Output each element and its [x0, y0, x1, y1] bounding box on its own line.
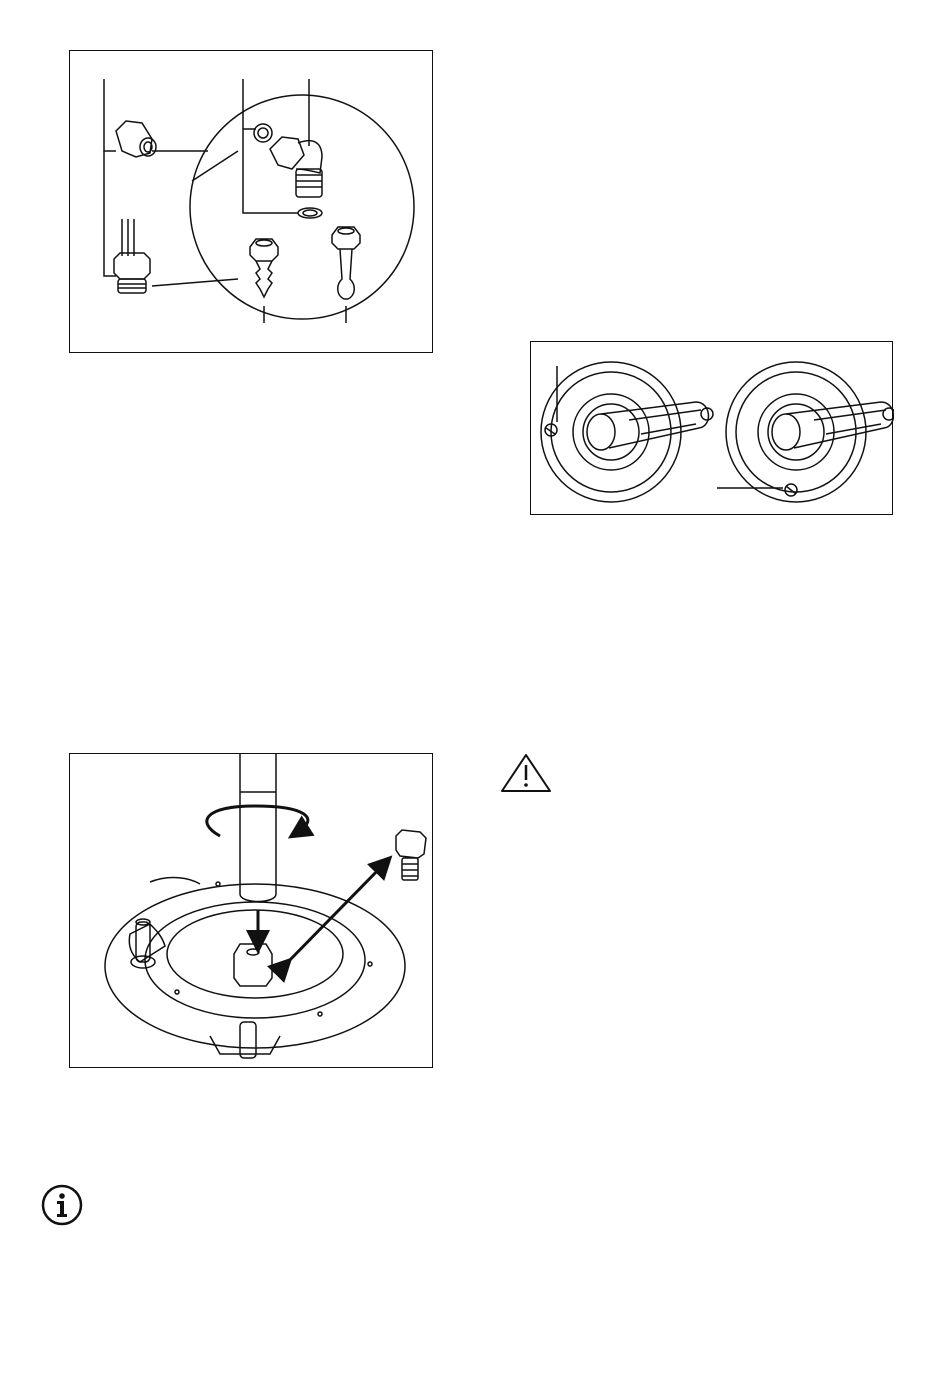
injector-illustration	[70, 754, 434, 1069]
figure-bypass-screws	[530, 341, 893, 515]
figure-injector-replacement	[69, 753, 433, 1068]
gas-connections-illustration	[70, 51, 434, 354]
bypass-screws-illustration	[531, 342, 894, 516]
figure-gas-connections	[69, 50, 433, 353]
warning-triangle-icon	[500, 753, 552, 793]
info-circle-icon	[40, 1183, 84, 1227]
